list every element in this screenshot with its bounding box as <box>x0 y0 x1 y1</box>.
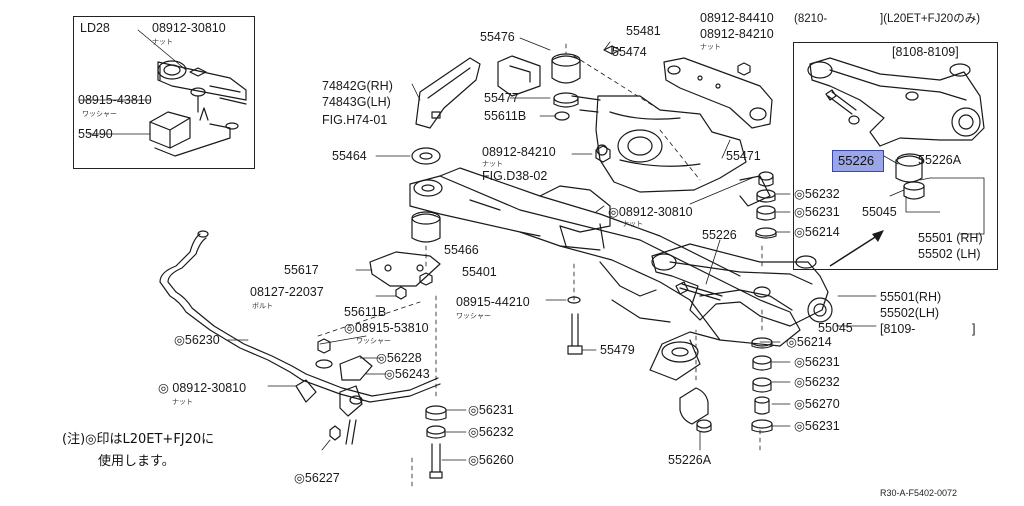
fig-ref-d38[interactable]: FIG.D38-02 <box>482 169 548 183</box>
lower-right-stack-drawing <box>751 337 773 433</box>
part-label-08912-30810-inset[interactable]: 08912-30810 <box>152 21 226 35</box>
usage-note-line2: 使用します。 <box>98 454 175 469</box>
part-label-55474[interactable]: 55474 <box>612 45 647 59</box>
mudguard-bracket-drawing <box>415 57 481 129</box>
part-label-55471[interactable]: 55471 <box>726 149 761 163</box>
arrow-icon <box>829 230 884 267</box>
stabilizer-bar-drawing <box>159 230 447 479</box>
part-label-55045-inset[interactable]: 55045 <box>862 205 897 219</box>
part-label-55464[interactable]: 55464 <box>332 149 367 163</box>
part-label-55481[interactable]: 55481 <box>626 24 661 38</box>
range-8109: [8109- <box>880 322 916 336</box>
washer-sublabel: ワッシャー <box>82 110 117 118</box>
inset-transverse-link-drawing <box>807 57 985 200</box>
part-label-74843g[interactable]: 74843G(LH) <box>322 95 391 109</box>
part-label-55617[interactable]: 55617 <box>284 263 319 277</box>
part-label-55502-lh-inset[interactable]: 55502 (LH) <box>918 247 981 261</box>
part-label-55501-rh-inset[interactable]: 55501 (RH) <box>918 231 983 245</box>
range-8109-close: ] <box>972 322 976 336</box>
part-label-55226a-main[interactable]: 55226A <box>668 453 712 467</box>
part-label-56230[interactable]: ◎56230 <box>174 333 220 347</box>
lower-bushing-drawing <box>679 387 712 433</box>
part-label-55476[interactable]: 55476 <box>480 30 515 44</box>
part-label-56232-top[interactable]: ◎56232 <box>794 187 840 201</box>
part-label-55477[interactable]: 55477 <box>484 91 519 105</box>
part-label-74842g[interactable]: 74842G(RH) <box>322 79 393 93</box>
part-label-55490[interactable]: 55490 <box>78 127 113 141</box>
part-label-55502-lh[interactable]: 55502(LH) <box>880 306 940 320</box>
part-label-56232-low[interactable]: ◎56232 <box>794 375 840 389</box>
inset-bracket-lines <box>905 177 985 235</box>
part-label-55226a-inset[interactable]: 55226A <box>918 153 962 167</box>
ld28-mount-drawing <box>149 60 247 157</box>
part-label-08912-30810-low[interactable]: ◎ 08912-30810 <box>158 381 247 395</box>
diagram-reference-code: R30-A-F5402-0072 <box>880 488 958 498</box>
leader-lines <box>79 29 931 461</box>
part-label-55226-main[interactable]: 55226 <box>702 228 737 242</box>
part-label-08915-44210[interactable]: 08915-44210 <box>456 295 530 309</box>
part-label-55501-rh[interactable]: 55501(RH) <box>880 290 942 304</box>
part-label-55226-highlighted[interactable]: 55226 <box>838 153 875 168</box>
part-label-08915-43810[interactable]: 08915-43810 <box>78 93 152 107</box>
part-label-08912-84210-mid[interactable]: 08912-84210 <box>482 145 556 159</box>
diff-mount-drawing <box>497 45 773 129</box>
nut-sublabel-top: ナット <box>700 43 721 51</box>
inset-ld28-frame <box>73 16 255 169</box>
nut-sublabel-mid2: ナット <box>622 220 643 228</box>
inset-8108-title: [8108-8109] <box>892 45 959 59</box>
applicability-note: ](L20ET+FJ20のみ) <box>880 13 981 25</box>
part-label-56231-low1[interactable]: ◎56231 <box>794 355 840 369</box>
part-label-56260[interactable]: ◎56260 <box>468 453 514 467</box>
part-label-55401[interactable]: 55401 <box>462 265 497 279</box>
right-bushing-stack-drawing <box>755 171 777 239</box>
bolt-sublabel: ボルト <box>252 302 273 310</box>
part-label-08912-84410[interactable]: 08912-84410 <box>700 11 774 25</box>
part-label-56243[interactable]: ◎56243 <box>384 367 430 381</box>
inset-8108-frame <box>793 42 998 270</box>
washer-sublabel-mid: ワッシャー <box>456 312 491 320</box>
nut-sublabel-mid: ナット <box>482 160 503 168</box>
part-label-08912-84210-top[interactable]: 08912-84210 <box>700 27 774 41</box>
usage-note-line1: (注)◎印はL20ET+FJ20に <box>62 432 215 447</box>
differential-drawing <box>411 95 771 207</box>
part-label-08127-22037[interactable]: 08127-22037 <box>250 285 324 299</box>
transverse-link-drawing <box>651 243 833 327</box>
bolt-55479-drawing <box>567 296 583 355</box>
fig-ref-h74[interactable]: FIG.H74-01 <box>322 113 388 127</box>
part-label-55479[interactable]: 55479 <box>600 343 635 357</box>
part-label-55611b-top[interactable]: 55611B <box>484 109 527 123</box>
part-label-56231-low2[interactable]: ◎56231 <box>794 419 840 433</box>
part-label-55466[interactable]: 55466 <box>444 243 479 257</box>
nut-sublabel-low: ナット <box>172 398 193 406</box>
part-label-56214-low[interactable]: ◎56214 <box>786 335 832 349</box>
part-label-56214-top[interactable]: ◎56214 <box>794 225 840 239</box>
part-label-08915-53810[interactable]: ◎08915-53810 <box>344 321 429 335</box>
part-label-55611b-low[interactable]: 55611B <box>344 305 387 319</box>
inset-ld28-title: LD28 <box>80 21 110 35</box>
part-label-56231-top[interactable]: ◎56231 <box>794 205 840 219</box>
part-label-08912-30810-mid[interactable]: ◎08912-30810 <box>608 205 693 219</box>
part-label-56227[interactable]: ◎56227 <box>294 471 340 485</box>
part-label-56270[interactable]: ◎56270 <box>794 397 840 411</box>
mount-insulator-drawing <box>369 211 441 300</box>
part-label-56232-stab[interactable]: ◎56232 <box>468 425 514 439</box>
nut-sublabel: ナット <box>152 38 173 46</box>
guide-lines <box>317 43 763 491</box>
washer-sublabel-low: ワッシャー <box>356 337 391 345</box>
highlight-55226[interactable] <box>832 150 884 172</box>
range-note-8210: (8210- <box>794 13 828 25</box>
part-label-56231-stab[interactable]: ◎56231 <box>468 403 514 417</box>
part-label-56228[interactable]: ◎56228 <box>376 351 422 365</box>
part-label-55045-main[interactable]: 55045 <box>818 321 853 335</box>
